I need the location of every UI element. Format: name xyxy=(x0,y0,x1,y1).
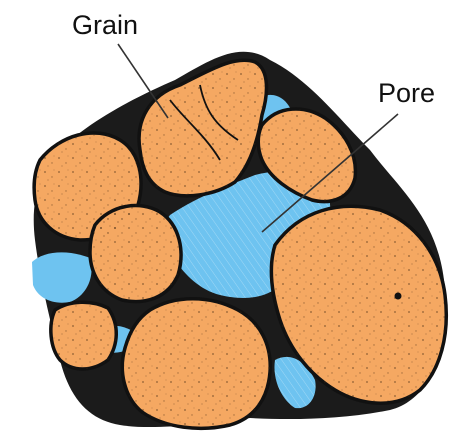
pore-label: Pore xyxy=(378,78,435,108)
grain-right-dot xyxy=(395,293,402,300)
grain-label: Grain xyxy=(72,10,138,40)
